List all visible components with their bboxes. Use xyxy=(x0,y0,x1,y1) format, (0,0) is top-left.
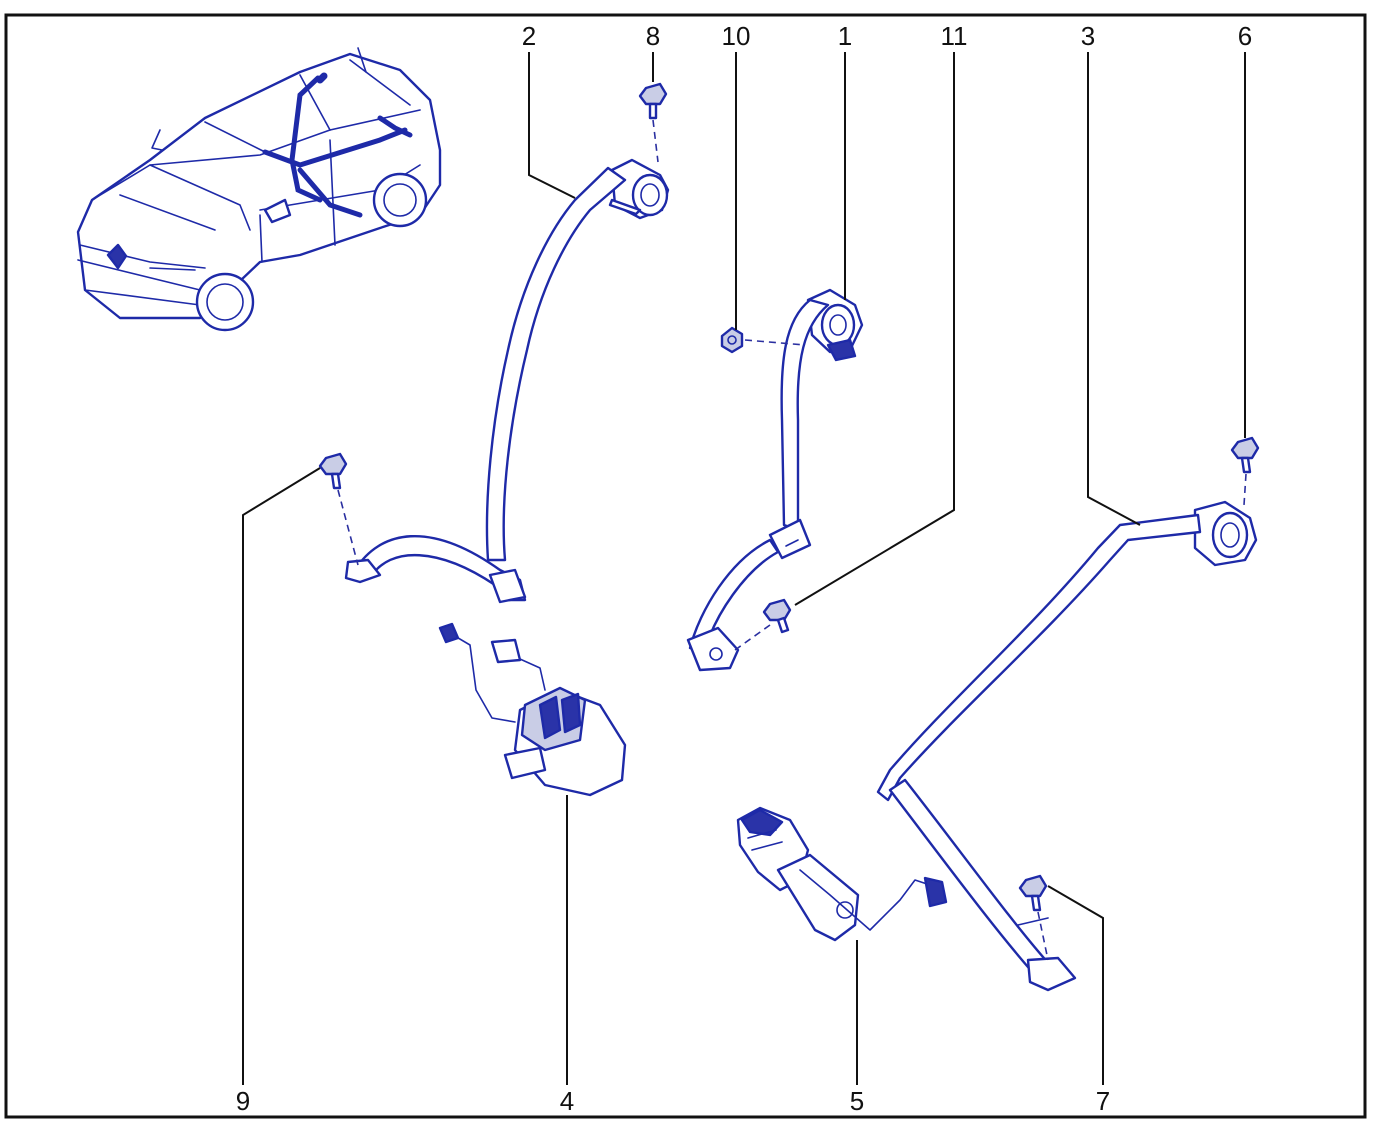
part-1-seat-belt-center xyxy=(686,288,864,672)
label-part-2: 2 xyxy=(522,21,536,51)
leader-2 xyxy=(528,52,576,199)
part-3-seat-belt-right xyxy=(876,500,1258,992)
label-part-9: 9 xyxy=(236,1086,250,1116)
label-part-3: 3 xyxy=(1081,21,1095,51)
label-part-10: 10 xyxy=(722,21,751,51)
leader-3 xyxy=(1087,52,1141,526)
label-part-8: 8 xyxy=(646,21,660,51)
label-part-4: 4 xyxy=(560,1086,574,1116)
part-5-single-buckle xyxy=(736,806,948,942)
part-6-bolt xyxy=(1230,436,1260,506)
label-part-6: 6 xyxy=(1238,21,1252,51)
label-part-5: 5 xyxy=(850,1086,864,1116)
leader-7 xyxy=(1047,885,1104,1085)
label-part-1: 1 xyxy=(838,21,852,51)
part-7-bolt xyxy=(1018,874,1049,961)
leader-11 xyxy=(794,52,955,606)
part-10-nut xyxy=(720,326,806,354)
part-9-bolt xyxy=(318,452,359,566)
part-8-bolt xyxy=(638,82,668,163)
part-number-labels: 2 8 10 1 11 3 6 9 4 5 7 xyxy=(236,21,1252,1116)
part-11-bolt xyxy=(734,598,792,651)
leader-9 xyxy=(242,467,321,1085)
vehicle-locator-illustration xyxy=(76,47,442,332)
leader-lines xyxy=(242,52,1246,1085)
label-part-7: 7 xyxy=(1096,1086,1110,1116)
part-4-double-buckle xyxy=(438,622,627,797)
part-2-seat-belt-left xyxy=(344,158,670,604)
diagram-frame xyxy=(4,13,1367,1119)
label-part-11: 11 xyxy=(941,21,968,51)
